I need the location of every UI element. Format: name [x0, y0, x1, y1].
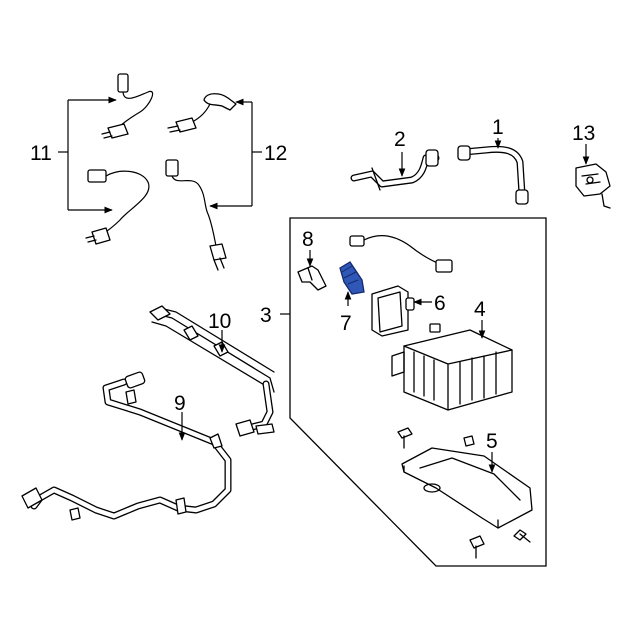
callout-12[interactable]: 12	[264, 142, 287, 165]
part-2-vapor-tube[interactable]	[350, 149, 440, 191]
callout-9[interactable]: 9	[174, 392, 186, 415]
callout-5[interactable]: 5	[486, 430, 498, 453]
part-13-bracket[interactable]	[575, 163, 611, 209]
callout-13[interactable]: 13	[572, 122, 595, 145]
wiring-harness[interactable]	[349, 235, 453, 273]
callout-8[interactable]: 8	[302, 228, 314, 251]
callout-11[interactable]: 11	[30, 142, 52, 165]
assembly-group-frame	[289, 217, 547, 567]
callout-6[interactable]: 6	[434, 292, 446, 315]
callout-10[interactable]: 10	[208, 310, 231, 333]
part-4-evap-canister[interactable]	[391, 323, 513, 411]
part-9-vapor-tube[interactable]	[21, 371, 232, 521]
callout-1[interactable]: 1	[492, 116, 504, 139]
part-5-shield[interactable]	[401, 447, 533, 529]
part-7-purge-hose-highlighted[interactable]	[339, 261, 365, 295]
part-12-oxygen-sensors[interactable]	[165, 93, 237, 271]
part-8-elbow-connector[interactable]	[297, 265, 327, 291]
callout-7[interactable]: 7	[340, 312, 352, 335]
part-6-filter[interactable]	[371, 285, 415, 337]
fastener-bolts[interactable]	[397, 427, 531, 559]
leader-12	[209, 98, 262, 210]
leader-11	[58, 96, 117, 214]
callout-3[interactable]: 3	[260, 304, 272, 327]
part-11-oxygen-sensors[interactable]	[85, 73, 154, 245]
callout-4[interactable]: 4	[474, 298, 486, 321]
part-1-vapor-hose[interactable]	[457, 145, 529, 205]
callout-2[interactable]: 2	[394, 128, 406, 151]
